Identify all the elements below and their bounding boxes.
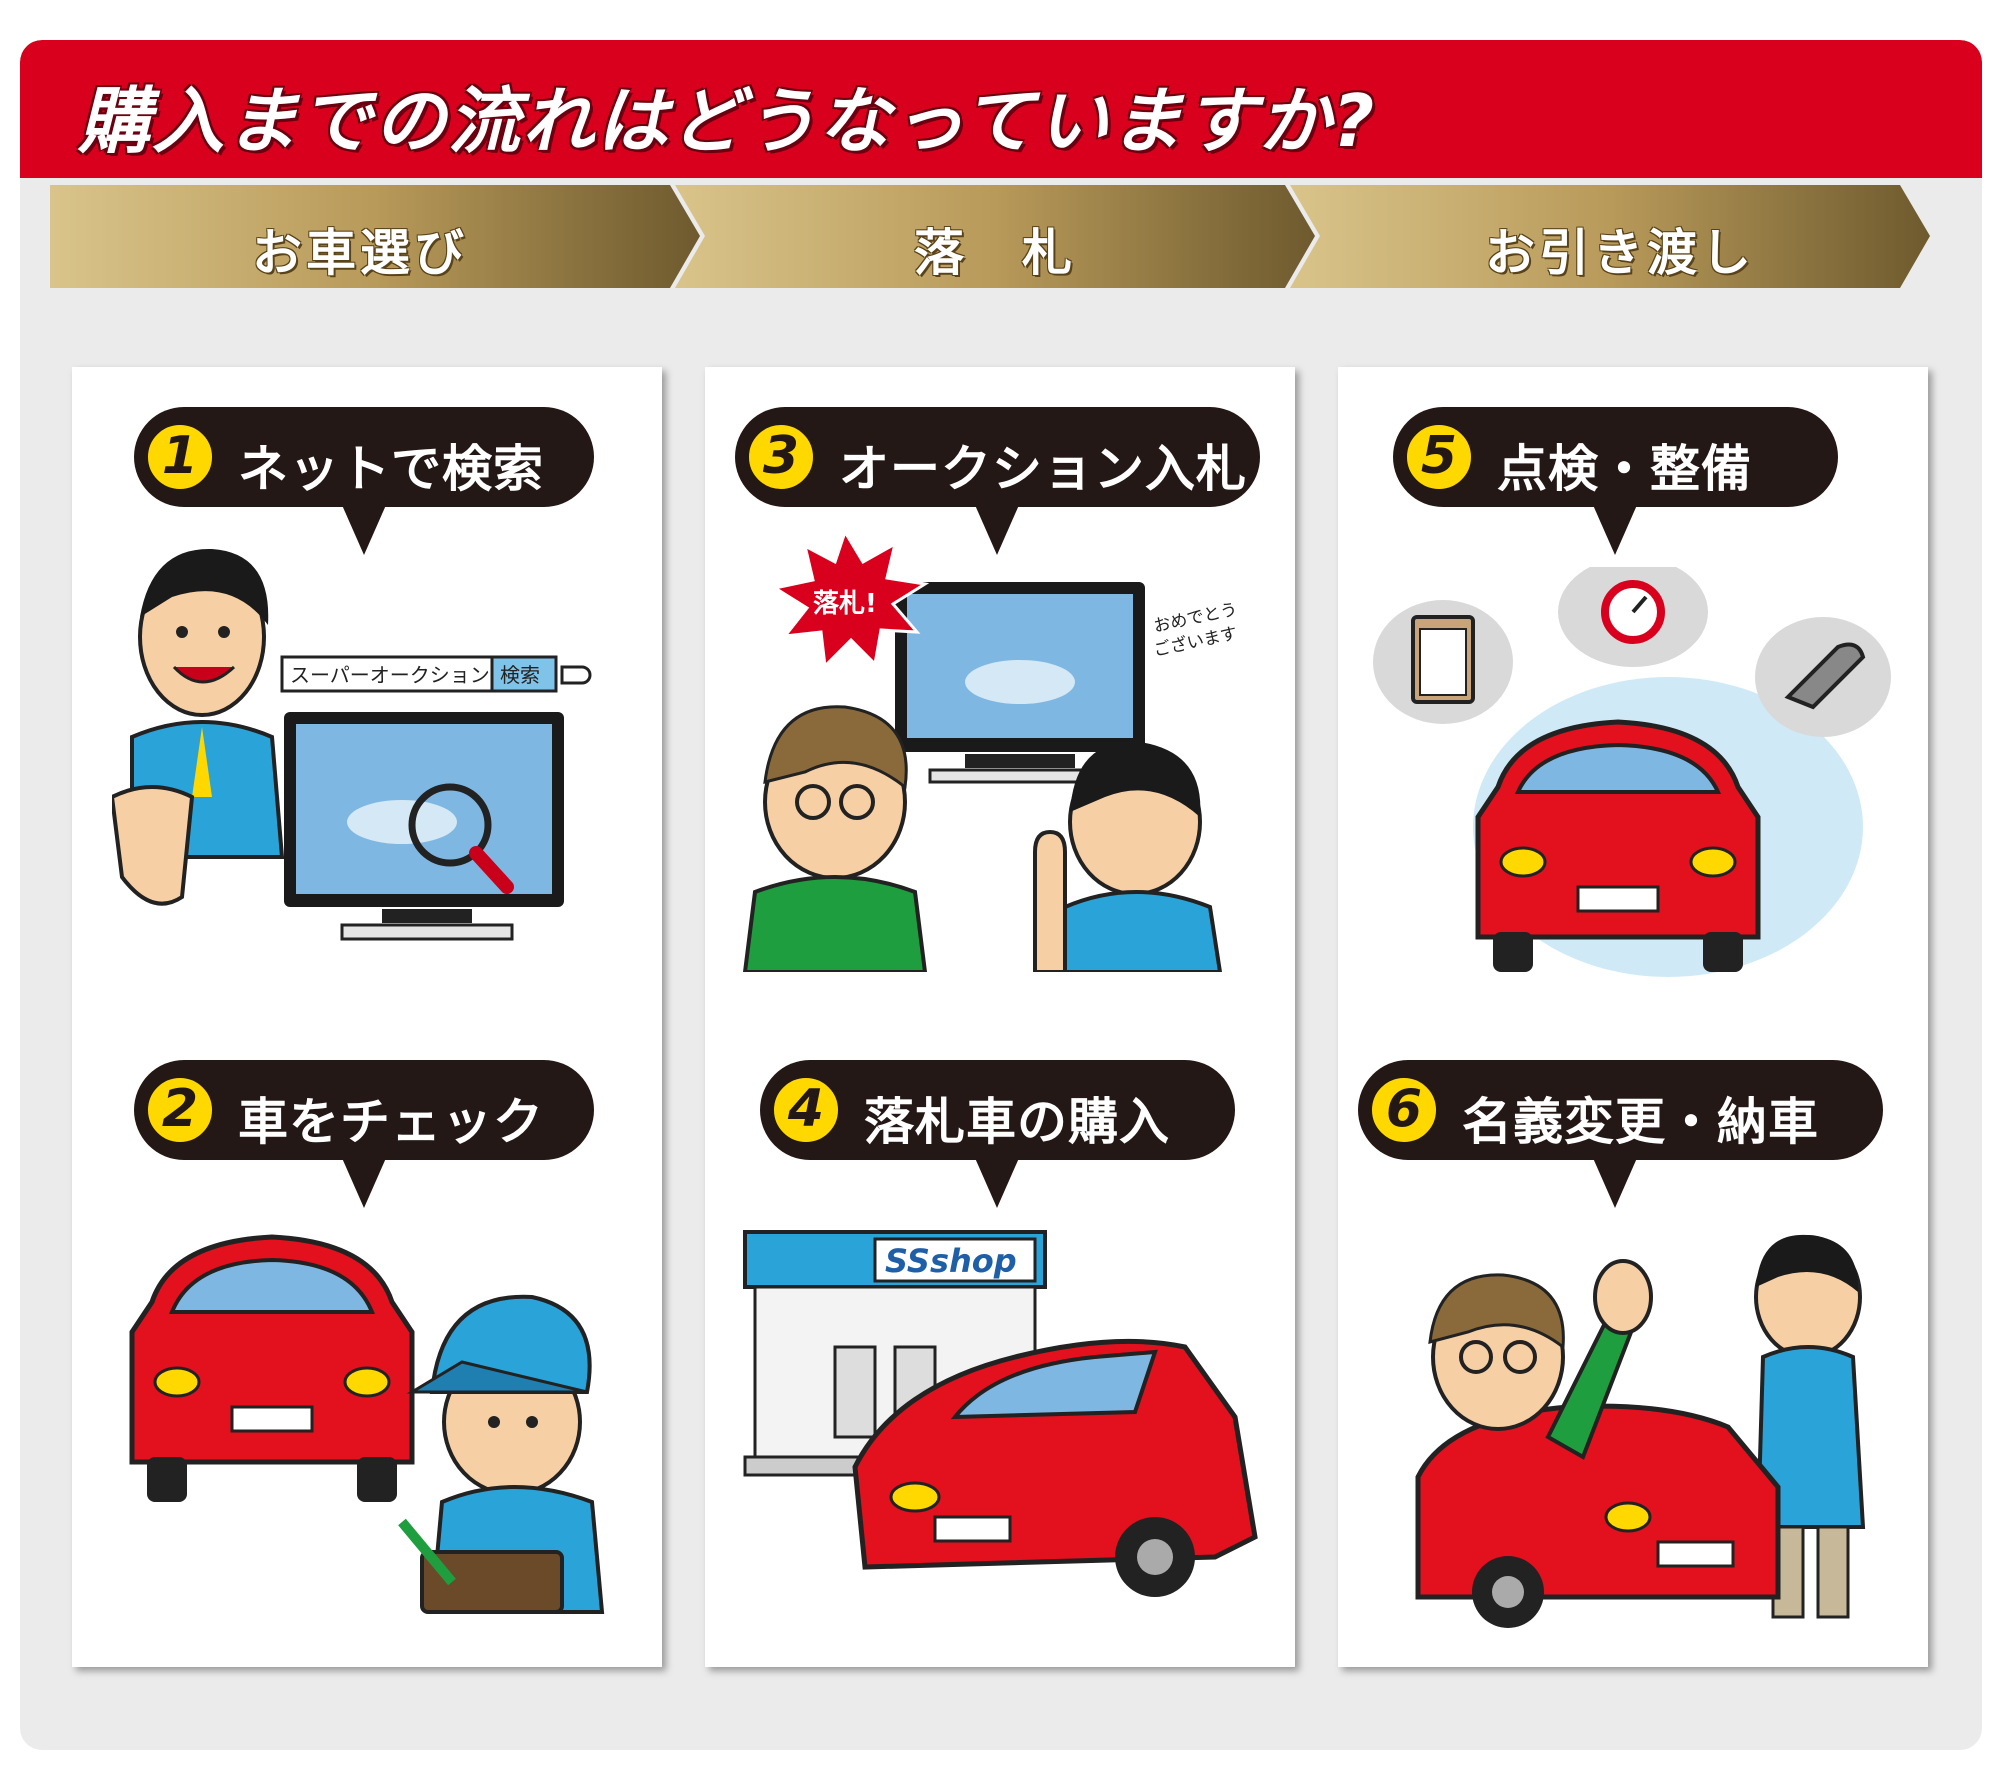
waving-hand bbox=[1593, 1259, 1653, 1335]
customer-jacket bbox=[742, 875, 928, 972]
step-4-pointer bbox=[975, 1158, 1019, 1208]
step-1-label: ネットで検索 bbox=[238, 440, 544, 498]
illustration-purchase: SSshop bbox=[743, 1230, 1258, 1597]
step-5-number: 5 bbox=[1403, 421, 1475, 493]
search-button-text: 検索 bbox=[500, 663, 540, 687]
phase-arrow-1 bbox=[50, 185, 700, 288]
illustration-handover bbox=[1415, 1234, 1866, 1628]
step-4-number: 4 bbox=[770, 1074, 842, 1146]
raised-finger bbox=[1033, 829, 1067, 972]
step-4-label: 落札車の購入 bbox=[864, 1093, 1170, 1151]
phase-arrow-3 bbox=[1290, 185, 1930, 288]
car-silhouette bbox=[347, 800, 457, 844]
phase-label-1: お車選び bbox=[252, 224, 468, 282]
illustration-net-search: スーパーオークション 検索 bbox=[112, 548, 592, 941]
phase-label-2: 落 札 bbox=[914, 224, 1076, 282]
magnifier-icon bbox=[408, 783, 492, 867]
phase-arrow-band bbox=[50, 185, 1930, 288]
phase-label-3: お引き渡し bbox=[1485, 224, 1755, 282]
panel-delivery: 5 点検・整備 6 名義変更・納車 bbox=[1338, 367, 1928, 1667]
step-3-badge bbox=[735, 407, 1260, 507]
panel-bidding: 3 オークション入札 落札! おめでとう ございます 4 落札車の購入 bbox=[705, 367, 1295, 1667]
step-6-label: 名義変更・納車 bbox=[1462, 1093, 1819, 1151]
shop-sign bbox=[873, 1237, 1037, 1283]
page-title: 購入までの流れはどうなっていますか? bbox=[78, 79, 1377, 163]
illustration-inspection bbox=[1373, 567, 1891, 977]
clipboard-icon bbox=[420, 1550, 564, 1614]
illustration-car-check bbox=[129, 1234, 605, 1614]
staff-uniform bbox=[1755, 1345, 1866, 1529]
search-bar-text: スーパーオークション bbox=[290, 663, 490, 687]
wrench-icon bbox=[1784, 642, 1866, 710]
staff-uniform bbox=[1052, 890, 1223, 972]
step-5-pointer bbox=[1593, 505, 1637, 555]
step-2-number: 2 bbox=[144, 1074, 216, 1146]
step-2-pointer bbox=[342, 1158, 386, 1208]
phase-arrow-2 bbox=[675, 185, 1315, 288]
red-car bbox=[1415, 1403, 1781, 1600]
step-6-pointer bbox=[1593, 1158, 1637, 1208]
illustration-auction-bid: 落札! おめでとう ございます bbox=[742, 532, 1239, 972]
winning-burst-text: 落札! bbox=[813, 589, 877, 619]
step-5-label: 点検・整備 bbox=[1497, 440, 1752, 498]
step-1-pointer bbox=[342, 505, 386, 555]
step-6-badge bbox=[1358, 1060, 1883, 1160]
step-3-pointer bbox=[975, 505, 1019, 555]
step-1-number: 1 bbox=[144, 421, 216, 493]
search-button bbox=[490, 655, 558, 693]
step-2-label: 車をチェック bbox=[238, 1093, 544, 1151]
pointing-hand-icon bbox=[560, 665, 592, 685]
pen-icon bbox=[398, 1518, 456, 1586]
shop-sign-text: SSshop bbox=[885, 1242, 1017, 1280]
panel-car-selection: 1 ネットで検索 スーパーオークション 検索 2 車をチェック bbox=[72, 367, 662, 1667]
step-3-label: オークション入札 bbox=[839, 440, 1247, 498]
step-6-number: 6 bbox=[1368, 1074, 1440, 1146]
fuel-pump-icon bbox=[833, 1345, 877, 1439]
red-car bbox=[852, 1338, 1258, 1570]
winning-burst bbox=[771, 532, 930, 670]
open-hand bbox=[112, 785, 195, 906]
title-bar: 購入までの流れはどうなっていますか? bbox=[20, 40, 1982, 178]
step-3-number: 3 bbox=[745, 421, 817, 493]
